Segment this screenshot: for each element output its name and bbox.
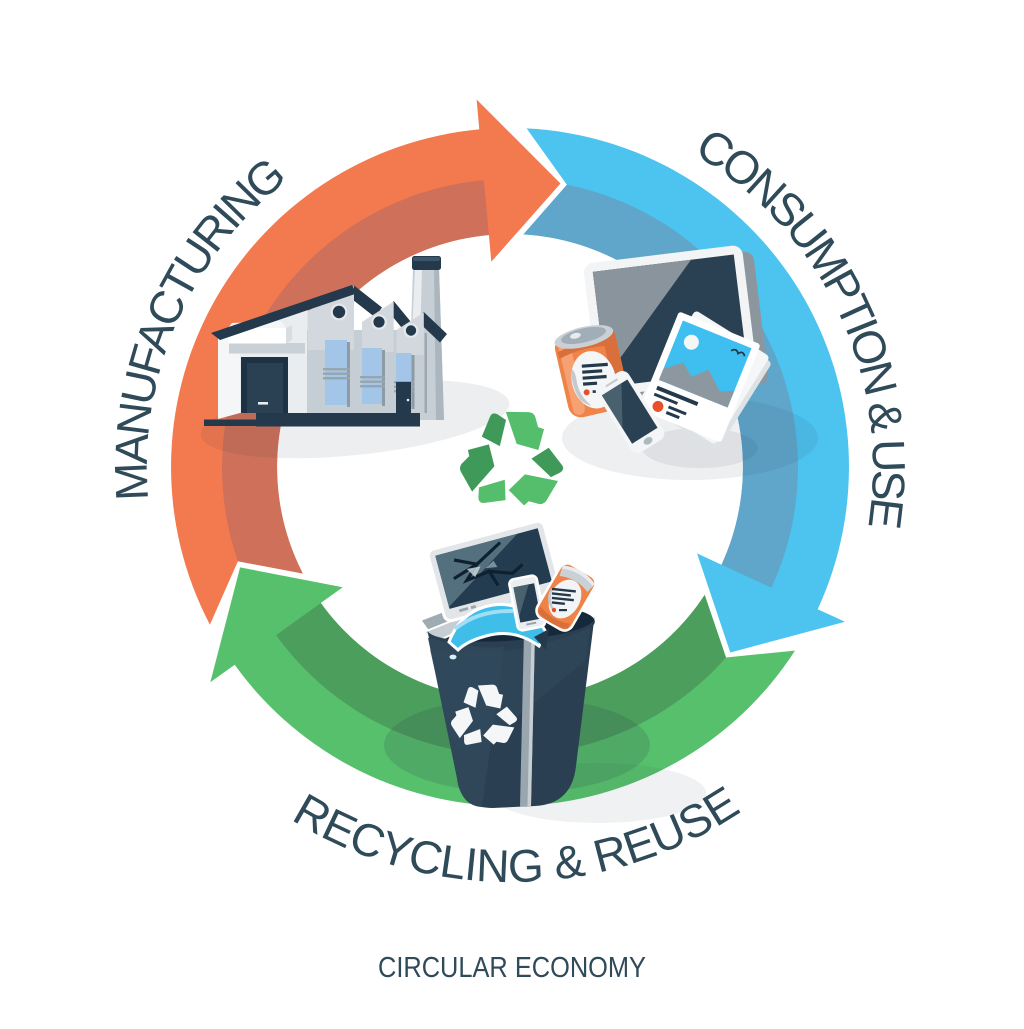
svg-text:CIRCULAR ECONOMY: CIRCULAR ECONOMY	[378, 952, 646, 984]
